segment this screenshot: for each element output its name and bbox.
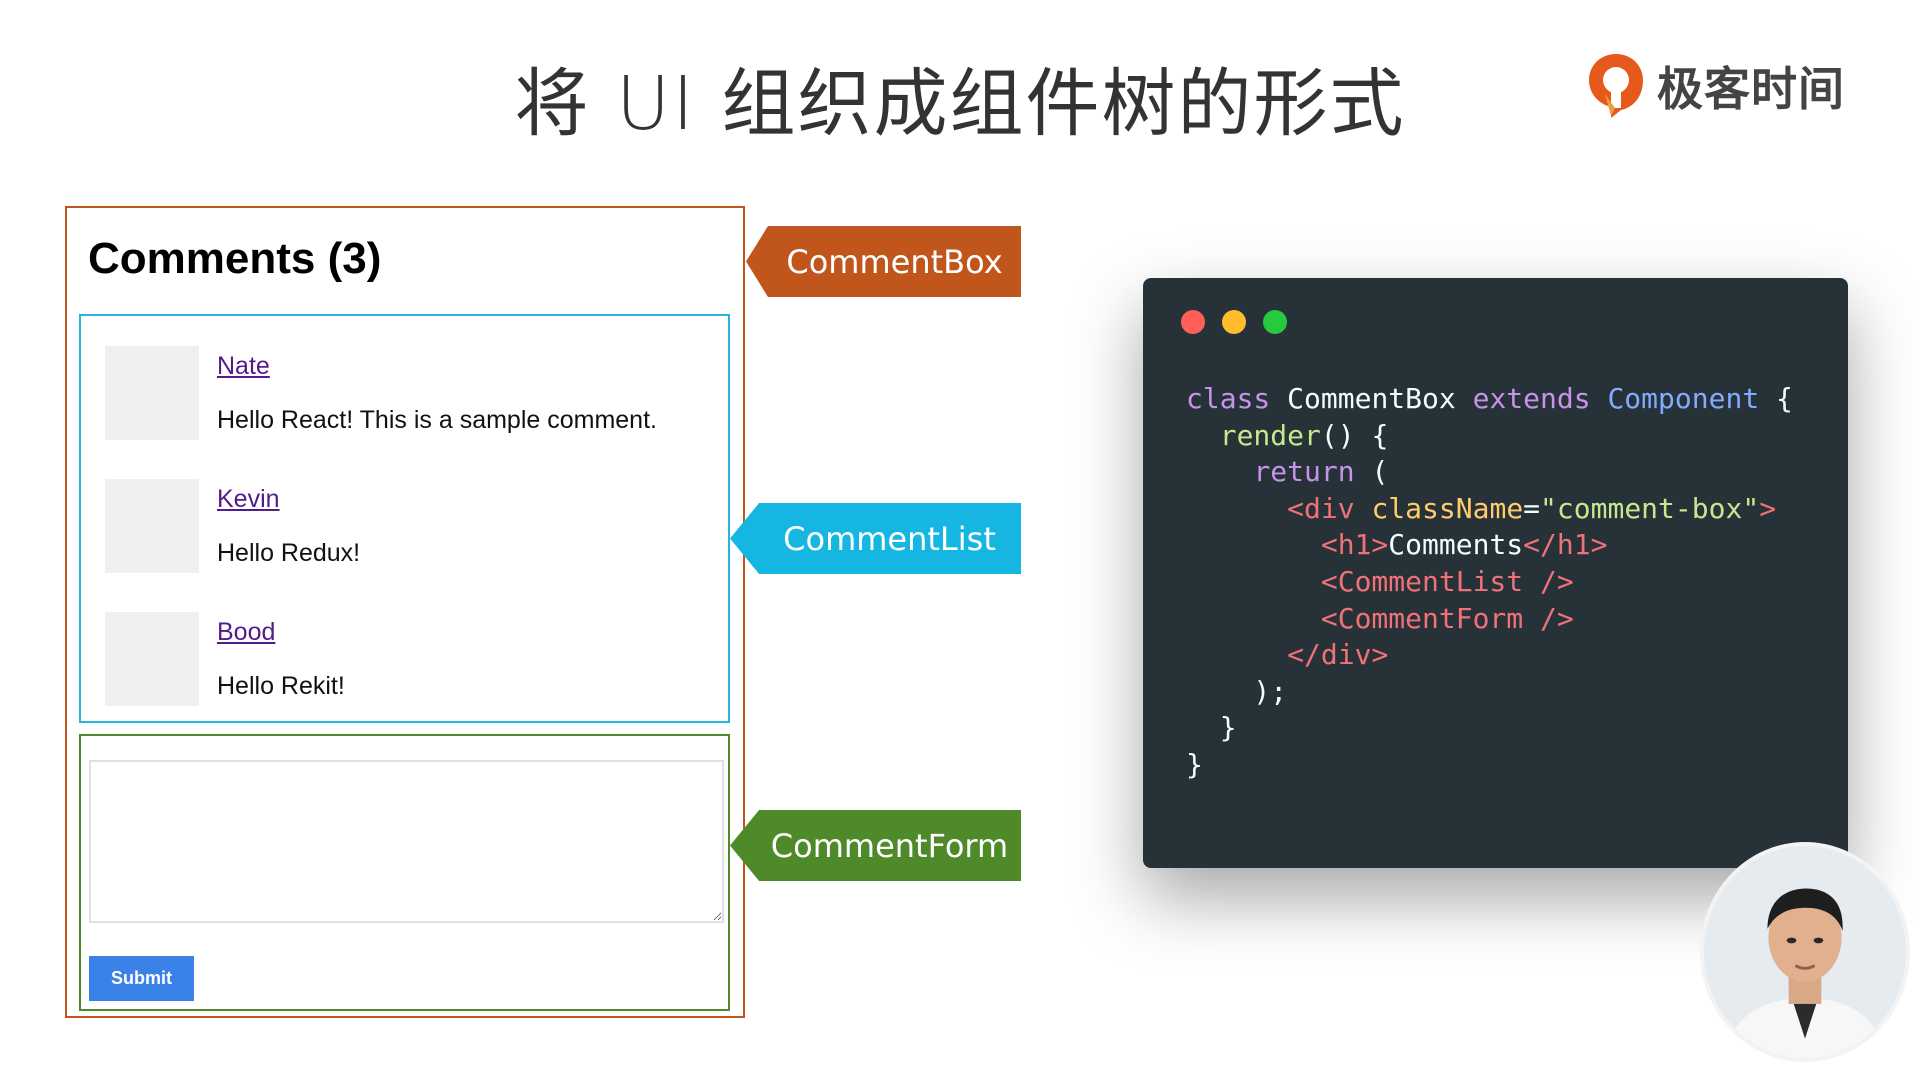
code-line: }	[1186, 747, 1793, 784]
code-token: className	[1371, 491, 1524, 525]
comment-author-link[interactable]: Nate	[217, 352, 270, 380]
code-token: <CommentList />	[1320, 564, 1574, 598]
avatar	[105, 612, 199, 706]
maximize-dot-icon[interactable]	[1263, 310, 1287, 334]
comment-list: Nate Hello React! This is a sample comme…	[79, 314, 730, 723]
geektime-logo-icon	[1589, 54, 1643, 118]
code-token: {	[1776, 382, 1793, 415]
presenter-icon	[1704, 846, 1906, 1058]
code-token: "comment-box"	[1540, 491, 1760, 525]
code-token: <CommentForm />	[1320, 601, 1574, 635]
code-token	[1186, 419, 1220, 452]
code-line: render() {	[1186, 418, 1793, 455]
commentform-tag: CommentForm	[730, 810, 1021, 881]
logo-text: 极客时间	[1657, 62, 1845, 116]
code-token: <h1>	[1320, 528, 1389, 562]
avatar	[105, 346, 199, 440]
minimize-dot-icon[interactable]	[1222, 310, 1246, 334]
commentbox-tag: CommentBox	[746, 226, 1021, 297]
code-token	[1186, 528, 1321, 561]
comment-author-link[interactable]: Bood	[217, 618, 276, 646]
presenter-video-thumbnail	[1700, 842, 1910, 1062]
code-token: Component	[1607, 382, 1777, 415]
code-token: }	[1186, 747, 1203, 781]
code-token: </h1>	[1523, 528, 1608, 562]
window-controls	[1181, 310, 1287, 334]
list-item: Nate Hello React! This is a sample comme…	[105, 346, 705, 442]
code-line: );	[1186, 674, 1793, 711]
code-token	[1186, 565, 1321, 598]
code-line: <h1>Comments</h1>	[1186, 527, 1793, 564]
code-token: () {	[1320, 418, 1389, 452]
code-token: =	[1523, 491, 1541, 525]
code-token: }	[1186, 711, 1237, 745]
comment-text: Hello Rekit!	[217, 672, 345, 700]
code-token	[1186, 638, 1287, 671]
code-token: extends	[1472, 382, 1608, 415]
code-line: </div>	[1186, 637, 1793, 674]
submit-button[interactable]: Submit	[89, 956, 194, 1001]
code-block: class CommentBox extends Component { ren…	[1186, 381, 1793, 784]
code-token: </div>	[1287, 638, 1389, 672]
slide-title: 将 UI 组织成组件树的形式	[514, 61, 1406, 147]
code-line: return (	[1186, 454, 1793, 491]
code-line: }	[1186, 710, 1793, 747]
code-token: (	[1371, 455, 1389, 489]
code-line: <div className="comment-box">	[1186, 491, 1793, 528]
code-window: class CommentBox extends Component { ren…	[1143, 278, 1848, 868]
code-token: class	[1186, 382, 1288, 415]
code-token	[1186, 455, 1253, 488]
commentlist-tag: CommentList	[730, 503, 1021, 574]
code-token: >	[1759, 491, 1777, 525]
code-line: <CommentList />	[1186, 564, 1793, 601]
avatar	[105, 479, 199, 573]
code-token: return	[1253, 455, 1372, 489]
code-token	[1186, 492, 1287, 525]
list-item: Bood Hello Rekit!	[105, 612, 705, 708]
geektime-logo: 极客时间	[1585, 50, 1845, 122]
code-token: <div	[1287, 491, 1372, 525]
comment-box-panel: Comments (3) Nate Hello React! This is a…	[65, 206, 745, 1018]
code-token: CommentBox	[1287, 382, 1473, 415]
comment-text: Hello Redux!	[217, 539, 361, 567]
comments-heading: Comments (3)	[88, 234, 382, 283]
code-token	[1186, 602, 1321, 635]
code-token: );	[1186, 674, 1288, 708]
code-token: render	[1219, 418, 1321, 452]
code-token: Comments	[1388, 528, 1524, 562]
comment-text: Hello React! This is a sample comment.	[217, 406, 657, 434]
code-line: <CommentForm />	[1186, 601, 1793, 638]
code-line: class CommentBox extends Component {	[1186, 381, 1793, 418]
close-dot-icon[interactable]	[1181, 310, 1205, 334]
comment-author-link[interactable]: Kevin	[217, 485, 280, 513]
comment-textarea[interactable]	[89, 760, 724, 923]
comment-form: Submit	[79, 734, 730, 1011]
list-item: Kevin Hello Redux!	[105, 479, 705, 575]
